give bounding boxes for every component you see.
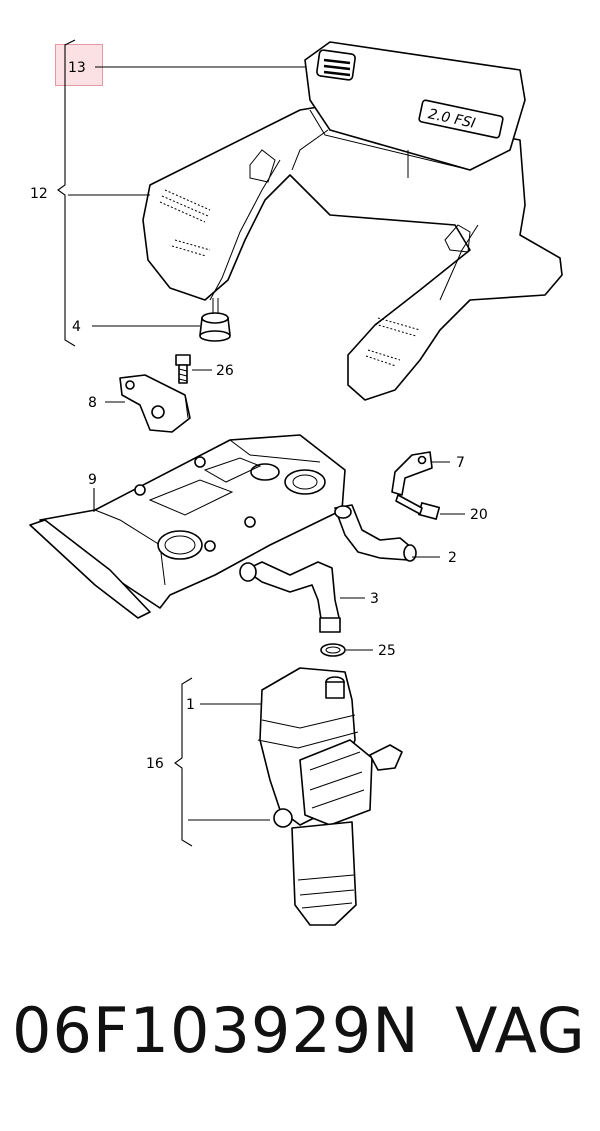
part-number: 06F103929N bbox=[12, 994, 420, 1067]
brand-label: VAG bbox=[455, 994, 586, 1067]
bolt bbox=[395, 494, 441, 520]
callout-8[interactable]: 8 bbox=[88, 395, 97, 411]
exploded-parts-diagram: 2.0 FSI bbox=[29, 39, 563, 926]
callout-20[interactable]: 20 bbox=[470, 507, 488, 523]
rubber-grommet bbox=[199, 298, 231, 342]
breather-hose bbox=[334, 504, 417, 562]
cylinder-head-cover bbox=[29, 434, 346, 619]
selected-callout-highlight bbox=[55, 44, 103, 86]
cover-logo-plate: 2.0 FSI bbox=[304, 41, 526, 178]
callout-4[interactable]: 4 bbox=[72, 319, 81, 335]
screw bbox=[175, 354, 191, 384]
callout-3[interactable]: 3 bbox=[370, 591, 379, 607]
callout-2[interactable]: 2 bbox=[448, 550, 457, 566]
mounting-bracket bbox=[119, 374, 191, 433]
callout-25[interactable]: 25 bbox=[378, 643, 396, 659]
callout-12[interactable]: 12 bbox=[30, 186, 48, 202]
engine-cover bbox=[142, 104, 563, 401]
callout-1[interactable]: 1 bbox=[186, 697, 195, 713]
small-bracket bbox=[391, 451, 433, 496]
part-info-footer: 06F103929N VAG bbox=[0, 1000, 600, 1100]
callout-16[interactable]: 16 bbox=[146, 756, 164, 772]
oil-filter-housing bbox=[257, 667, 403, 926]
vent-hose bbox=[239, 561, 341, 633]
hose-clamp bbox=[320, 643, 346, 657]
callout-9[interactable]: 9 bbox=[88, 472, 97, 488]
callout-26[interactable]: 26 bbox=[216, 363, 234, 379]
leader-lines bbox=[57, 39, 465, 847]
callout-7[interactable]: 7 bbox=[456, 455, 465, 471]
callout-13[interactable]: 13 bbox=[68, 60, 86, 76]
